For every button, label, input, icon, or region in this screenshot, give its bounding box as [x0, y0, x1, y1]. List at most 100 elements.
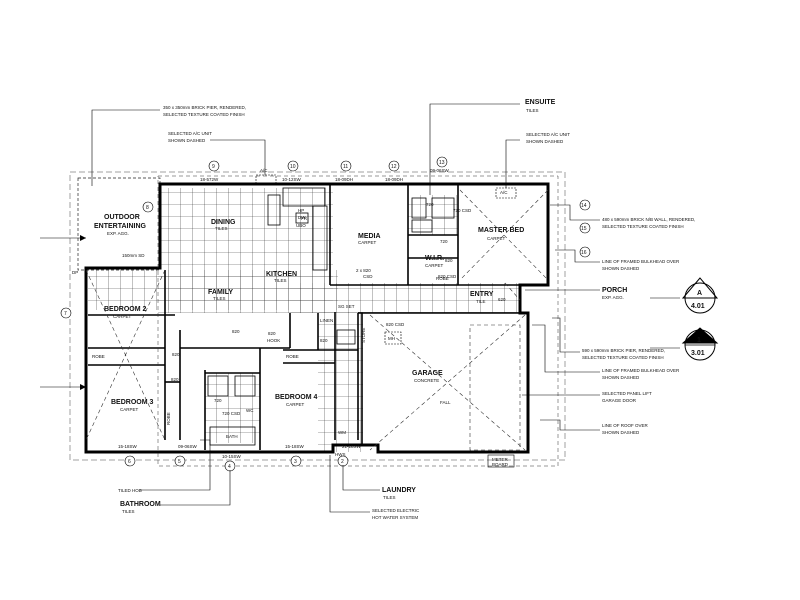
- wet-area-fixtures: [207, 197, 455, 446]
- meter-box: [487, 454, 515, 468]
- callout-garage-door-2: GARAGE DOOR: [602, 398, 637, 403]
- section-marker-a: [681, 277, 719, 314]
- svg-text:820: 820: [171, 377, 179, 382]
- grid-markers-right: [579, 199, 591, 258]
- grid-markers-top: [208, 156, 448, 172]
- svg-text:820: 820: [445, 258, 453, 263]
- grid-num-bottom-2: 5: [178, 459, 181, 465]
- room-outdoor-line1: OUTDOOR: [104, 214, 140, 221]
- callout-meter-1: METER: [492, 457, 509, 462]
- dim-bottom-1: 15-18SW: [118, 444, 138, 449]
- callout-porch-sub: EXP. AGG.: [602, 295, 624, 300]
- grid-num-top-1: 9: [212, 164, 215, 170]
- dashed-overlines: [85, 175, 559, 467]
- svg-text:820: 820: [232, 329, 240, 334]
- room-bath: BATH: [226, 434, 238, 439]
- callout-bathroom: BATHROOM: [120, 501, 161, 508]
- svg-text:720: 720: [440, 239, 448, 244]
- room-bedroom3-sub: CARPET: [120, 407, 139, 412]
- grid-num-bottom-5: 2: [341, 459, 344, 465]
- grid-num-top-5: 13: [439, 160, 445, 166]
- callout-tiled-hob: TILED HOB: [118, 488, 142, 493]
- section-1-letter: 1: [697, 337, 701, 344]
- callout-bulkhead-2b: SHOWN DASHED: [602, 375, 640, 380]
- room-kitchen: KITCHEN: [266, 271, 297, 278]
- callout-roof-line-1: LINE OF ROOF OVER: [602, 423, 649, 428]
- svg-text:WM: WM: [338, 430, 346, 435]
- callout-bulkhead-2a: LINE OF FRAMED BULKHEAD OVER: [602, 368, 680, 373]
- svg-text:HP: HP: [298, 208, 304, 213]
- room-robe-4: ROBE: [166, 412, 171, 425]
- arrow-left-bottom: [80, 384, 86, 390]
- room-family-sub: TILES: [213, 296, 226, 301]
- callout-bathroom-sub: TILES: [122, 509, 135, 514]
- room-garage: GARAGE: [412, 370, 443, 377]
- callout-bulkhead-1a: LINE OF FRAMED BULKHEAD OVER: [602, 259, 680, 264]
- svg-text:720 CSD: 720 CSD: [222, 411, 241, 416]
- section-a-sheet: 4.01: [691, 303, 705, 310]
- grid-num-bottom-4: 3: [294, 459, 297, 465]
- room-bedroom4-sub: CARPET: [286, 402, 305, 407]
- svg-text:820: 820: [172, 352, 180, 357]
- callout-ac-left-1: SELECTED A/C UNIT: [168, 131, 212, 136]
- dim-bottom-5: 21-18SW: [342, 444, 362, 449]
- callout-roof-line-2: SHOWN DASHED: [602, 430, 640, 435]
- grid-num-bottom-3: 4: [228, 464, 231, 470]
- callout-meter-2: BOARD: [492, 462, 509, 467]
- grid-num-top-2: 10: [290, 164, 296, 170]
- media-door-sub: CSD: [363, 274, 373, 279]
- room-bedroom3: BEDROOM 3: [111, 399, 154, 406]
- svg-text:820: 820: [268, 331, 276, 336]
- room-bedroom2-sub: CARPET: [113, 314, 132, 319]
- svg-text:FR: FR: [301, 216, 308, 221]
- svg-text:620: 620: [498, 297, 506, 302]
- callout-brick-pier-2a: 590 x 590mm BRICK PIER, RENDERED,: [582, 348, 665, 353]
- svg-text:820 CSD: 820 CSD: [438, 274, 457, 279]
- dim-top-4: 18-09DH: [385, 177, 403, 182]
- dim-bottom-3: 10-15SW: [222, 454, 242, 459]
- svg-text:DW: DW: [298, 215, 306, 220]
- dim-top-5: 09-06SW: [430, 168, 450, 173]
- dim-top-3: 18-09DH: [335, 177, 353, 182]
- ac-tag-right: A/C: [500, 190, 508, 195]
- garage-fall: FALL: [440, 400, 451, 405]
- callout-hot-water-1: SELECTED ELECTRIC: [372, 508, 420, 513]
- dim-top-2: 10-12SW: [282, 177, 302, 182]
- svg-text:SG SET: SG SET: [338, 304, 355, 309]
- section-marker-1: [681, 327, 719, 361]
- room-bedroom4: BEDROOM 4: [275, 394, 318, 401]
- door-tags: 820 820 820 720 820 720 720 820 820 820 …: [171, 202, 506, 416]
- fixture-tags: HP DW UBO WM FR HWS WC SG SET HOOK: [246, 208, 355, 457]
- callout-ac-right-2: SHOWN DASHED: [526, 139, 564, 144]
- section-1-sheet: 3.01: [691, 350, 705, 357]
- callout-laundry-sub: TILES: [383, 495, 396, 500]
- callout-brick-pier-top-2: SELECTED TEXTURE COATED FINISH: [163, 112, 245, 117]
- callout-hot-water-2: HOT WATER SYSTEM: [372, 515, 418, 520]
- callout-ensuite: ENSUITE: [525, 99, 556, 106]
- callout-brick-pier-2b: SELECTED TEXTURE COATED FINISH: [582, 355, 664, 360]
- callout-porch: PORCH: [602, 287, 627, 294]
- room-mh: MH: [388, 336, 395, 341]
- grid-num-right-2: 15: [581, 226, 587, 232]
- manhole-box: [384, 331, 402, 345]
- svg-text:HWS: HWS: [335, 452, 346, 457]
- section-a-letter: A: [697, 290, 702, 297]
- room-media: MEDIA: [358, 233, 381, 240]
- callout-laundry: LAUNDRY: [382, 487, 416, 494]
- svg-text:WC: WC: [246, 408, 254, 413]
- kitchen-bench: [267, 187, 328, 271]
- callout-bulkhead-1b: SHOWN DASHED: [602, 266, 640, 271]
- grid-num-bottom-1: 6: [128, 459, 131, 465]
- dim-bottom-2: 09-06SW: [178, 444, 198, 449]
- media-door-tag: 2 x 820: [356, 268, 371, 273]
- room-wir: W.I.R.: [425, 255, 444, 262]
- svg-text:UBO: UBO: [296, 223, 306, 228]
- ac-unit-left: [255, 174, 277, 186]
- grid-num-top-3: 11: [343, 164, 348, 170]
- grid-num-right-1: 14: [581, 203, 587, 209]
- room-dining-sub: TILES: [215, 226, 228, 231]
- room-robe-2: ROBE: [286, 354, 299, 359]
- grid-markers-left: [60, 201, 154, 319]
- interior-walls: [88, 184, 548, 450]
- ac-tag-left: A/C: [260, 168, 268, 173]
